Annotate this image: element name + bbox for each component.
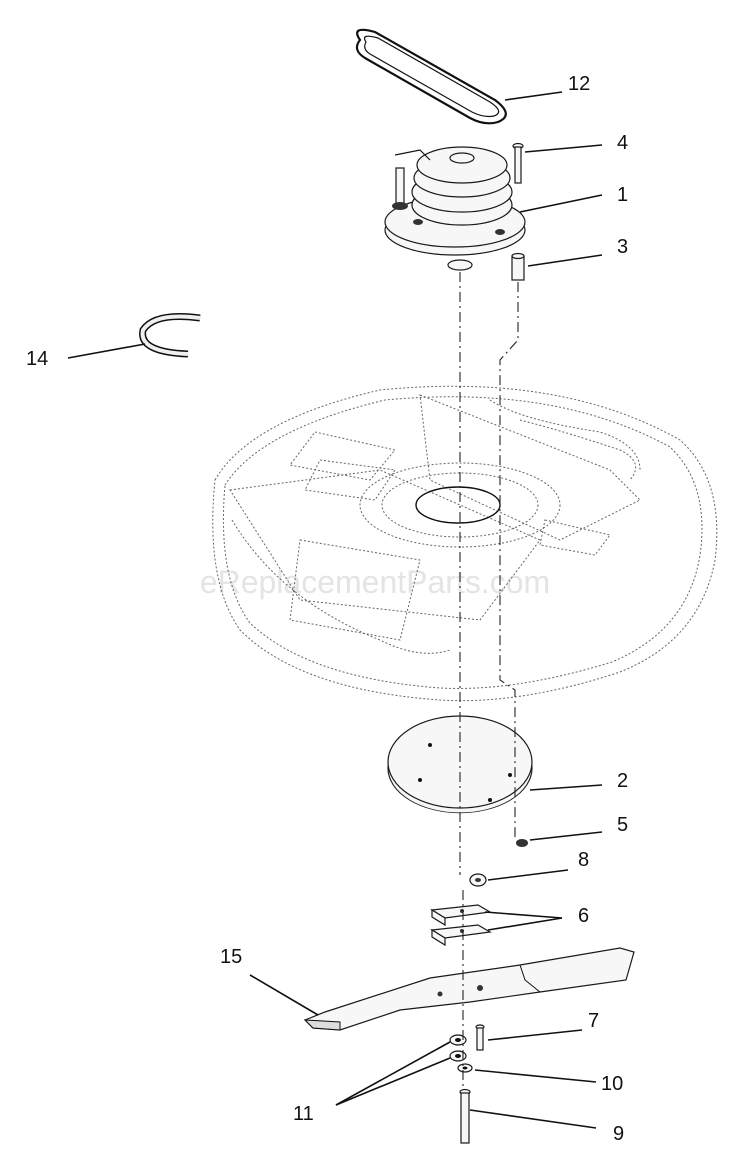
mower-deck	[212, 385, 718, 702]
callout-9: 9	[613, 1123, 624, 1145]
leader-lines	[67, 91, 603, 1129]
watermark: eReplacementParts.com	[200, 564, 550, 600]
spacer-part-3	[511, 252, 525, 281]
callout-5: 5	[617, 814, 628, 836]
callout-7: 7	[588, 1010, 599, 1032]
blade-part-15	[303, 947, 635, 1031]
callout-1: 1	[617, 184, 628, 206]
washer-part-11	[449, 1034, 467, 1062]
clip-part-14	[139, 313, 201, 358]
clutch-assembly-part-1	[384, 146, 526, 271]
center-lines	[459, 272, 519, 1090]
bolt-part-7	[475, 1024, 485, 1051]
callout-4: 4	[617, 132, 628, 154]
plate-part-6	[430, 904, 492, 947]
callout-2: 2	[617, 770, 628, 792]
bolt-part-9	[459, 1088, 471, 1144]
callout-14: 14	[26, 348, 48, 370]
callout-labels: 12 4 1 3 14 2 5 8 6 15 7 10 11 9	[26, 73, 628, 1145]
callout-8: 8	[578, 849, 589, 871]
callout-6: 6	[578, 905, 589, 927]
washer-part-10	[457, 1063, 473, 1073]
callout-12: 12	[568, 73, 590, 95]
callout-11: 11	[293, 1103, 314, 1125]
nut-part-8	[469, 873, 487, 887]
callout-3: 3	[617, 236, 628, 258]
bolt-part-4	[512, 142, 524, 184]
nut-part-5	[516, 839, 528, 847]
callout-15: 15	[220, 946, 242, 968]
belt-part-12	[355, 28, 507, 125]
callout-10: 10	[601, 1073, 623, 1095]
